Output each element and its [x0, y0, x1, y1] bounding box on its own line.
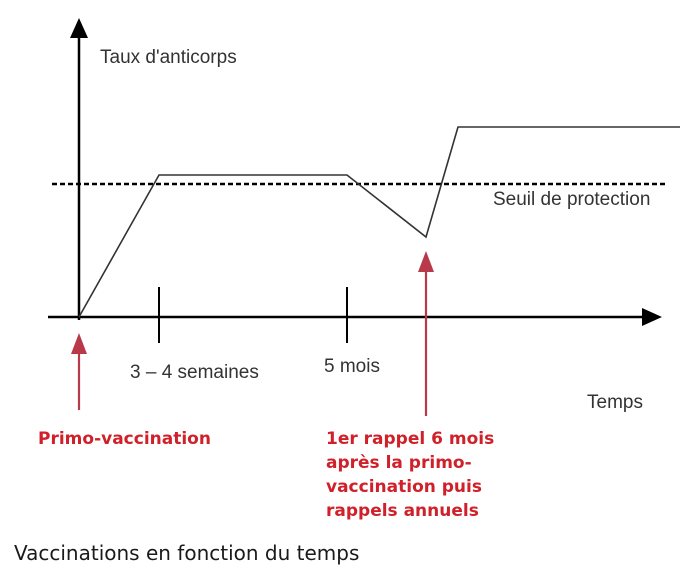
- rappel-label-line-2: après la primo-: [326, 453, 472, 473]
- x-axis-arrowhead: [642, 308, 662, 326]
- primo-arrow-head: [71, 333, 87, 354]
- rappel-label-line-4: rappels annuels: [326, 501, 479, 521]
- rappel-label-line-1: 1er rappel 6 mois: [326, 429, 494, 449]
- tick-label-3-4-semaines: 3 – 4 semaines: [130, 362, 259, 383]
- y-axis-arrowhead: [70, 18, 88, 38]
- primo-vaccination-label: Primo-vaccination: [38, 429, 211, 449]
- y-axis-label: Taux d'anticorps: [100, 47, 237, 68]
- tick-label-5-mois: 5 mois: [324, 356, 380, 377]
- x-axis-label: Temps: [587, 392, 643, 413]
- figure-caption: Vaccinations en fonction du temps: [14, 541, 359, 565]
- rappel-label-line-3: vaccination puis: [326, 477, 482, 497]
- threshold-label: Seuil de protection: [493, 189, 650, 210]
- antibody-curve: [78, 126, 680, 318]
- rappel-arrow-head: [418, 251, 434, 272]
